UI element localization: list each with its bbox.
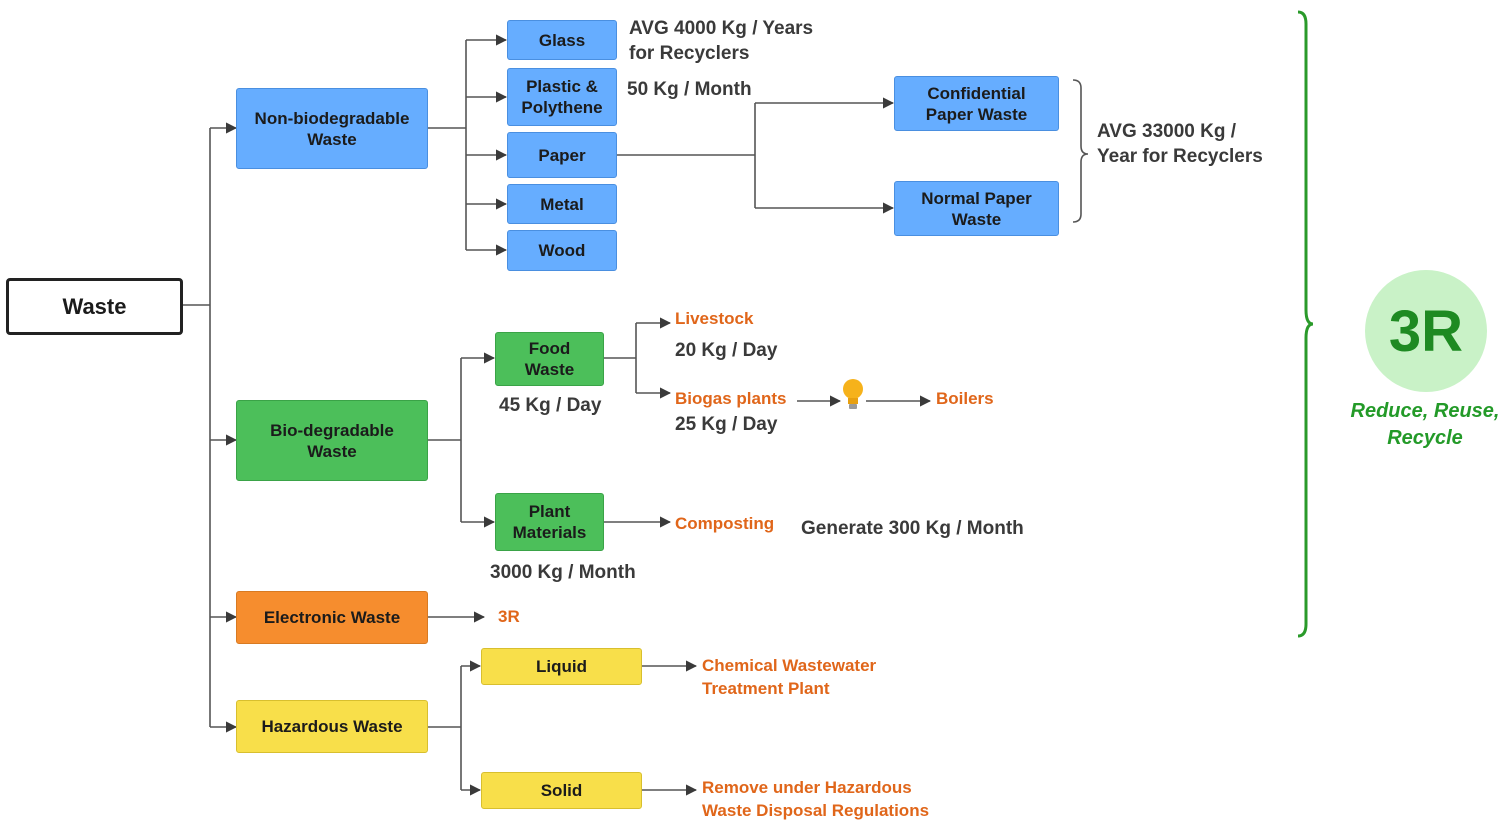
wood-node: Wood	[507, 230, 617, 271]
glass-quantity-text: AVG 4000 Kg / Years for Recyclers	[629, 18, 814, 64]
plastic-quantity-text: 50 Kg / Month	[627, 79, 752, 100]
livestock-destination: Livestock	[675, 309, 754, 328]
electronic-waste-node: Electronic Waste	[236, 591, 428, 644]
waste-root-node: Waste	[6, 278, 183, 335]
livestock-quantity-text: 20 Kg / Day	[675, 340, 778, 361]
three-r-badge: 3R	[1365, 270, 1487, 392]
bio-degradable-waste-node: Bio-degradable Waste	[236, 400, 428, 481]
plant-materials-node: Plant Materials	[495, 493, 604, 551]
compost-quantity-text: Generate 300 Kg / Month	[801, 518, 1024, 539]
food-waste-node: Food Waste	[495, 332, 604, 386]
electronic-3r-destination: 3R	[498, 607, 520, 626]
solid-node: Solid	[481, 772, 642, 809]
non-biodegradable-waste-node: Non-biodegradable Waste	[236, 88, 428, 169]
three-r-brace	[1297, 10, 1314, 638]
glass-node: Glass	[507, 20, 617, 60]
hazardous-disposal-destination: Remove under Hazardous Waste Disposal Re…	[702, 778, 930, 820]
biogas-plants-destination: Biogas plants	[675, 389, 787, 408]
confidential-paper-waste-node: Confidential Paper Waste	[894, 76, 1059, 131]
boilers-destination: Boilers	[936, 389, 994, 408]
paper-quantity-text: AVG 33000 Kg / Year for Recyclers	[1097, 121, 1263, 167]
liquid-node: Liquid	[481, 648, 642, 685]
plastic-polythene-node: Plastic & Polythene	[507, 68, 617, 126]
biogas-quantity-text: 25 Kg / Day	[675, 414, 778, 435]
paper-node: Paper	[507, 132, 617, 178]
normal-paper-waste-node: Normal Paper Waste	[894, 181, 1059, 236]
plant-quantity-text: 3000 Kg / Month	[490, 562, 636, 583]
composting-destination: Composting	[675, 514, 775, 533]
hazardous-waste-node: Hazardous Waste	[236, 700, 428, 753]
lightbulb-icon	[843, 379, 863, 409]
chemical-wastewater-destination: Chemical Wastewater Treatment Plant	[702, 656, 877, 698]
three-r-caption: Reduce, Reuse, Recycle	[1350, 400, 1500, 449]
food-quantity-text: 45 Kg / Day	[499, 395, 602, 416]
metal-node: Metal	[507, 184, 617, 224]
